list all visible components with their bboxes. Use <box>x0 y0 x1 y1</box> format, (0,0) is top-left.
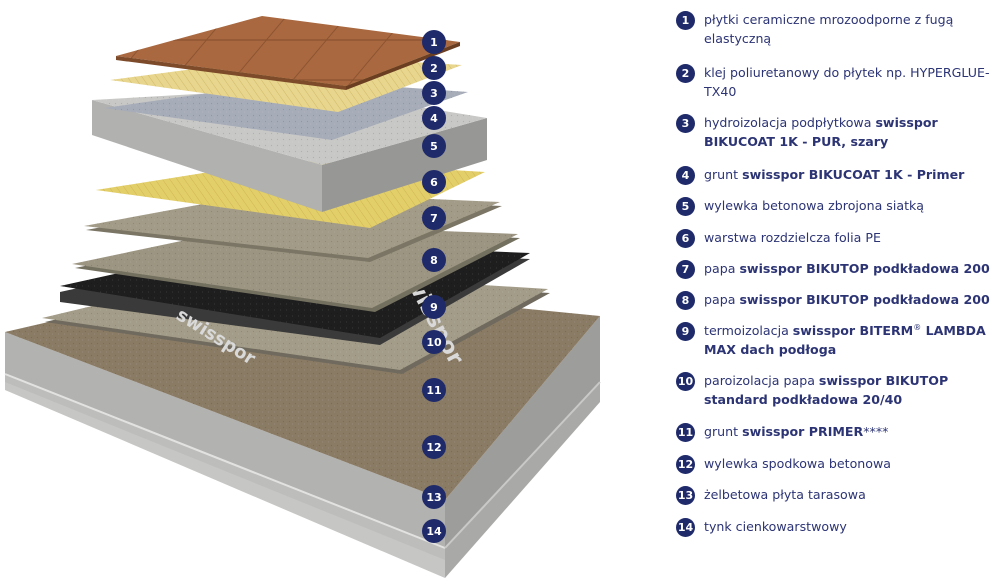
ceramic-tile-layer <box>116 16 460 90</box>
legend-badge: 7 <box>676 260 695 279</box>
legend-badge: 13 <box>676 486 695 505</box>
legend-text-part: tynk cienkowarstwowy <box>704 519 847 534</box>
legend-item-2: 2 klej poliuretanowy do płytek np. HYPERG… <box>676 63 996 101</box>
layer-badge-3: 3 <box>422 81 446 105</box>
legend-badge: 10 <box>676 372 695 391</box>
legend-item-4: 4 grunt swisspor BIKUCOAT 1K - Primer <box>676 165 996 185</box>
legend-item-6: 6 warstwa rozdzielcza folia PE <box>676 228 996 248</box>
legend-item-14: 14 tynk cienkowarstwowy <box>676 517 996 537</box>
layer-badge-11: 11 <box>422 378 446 402</box>
layer-badge-2: 2 <box>422 56 446 80</box>
legend-badge: 8 <box>676 291 695 310</box>
legend-text-part: żelbetowa płyta tarasowa <box>704 487 866 502</box>
layer-badge-12: 12 <box>422 435 446 459</box>
svg-text:1: 1 <box>430 36 438 49</box>
legend-item-13: 13 żelbetowa płyta tarasowa <box>676 485 996 505</box>
legend-badge: 1 <box>676 11 695 30</box>
svg-text:9: 9 <box>430 301 438 314</box>
legend-text: wylewka betonowa zbrojona siatką <box>704 196 994 215</box>
legend-item-1: 1 płytki ceramiczne mrozoodporne z fugą e… <box>676 10 996 48</box>
legend-text: żelbetowa płyta tarasowa <box>704 485 994 504</box>
legend-text: grunt swisspor PRIMER**** <box>704 422 994 441</box>
legend-item-5: 5 wylewka betonowa zbrojona siatką <box>676 196 996 216</box>
svg-text:3: 3 <box>430 87 438 100</box>
legend-text-part: swisspor PRIMER <box>742 424 864 439</box>
legend-text: papa swisspor BIKUTOP podkładowa 200 <box>704 290 994 309</box>
legend-text: grunt swisspor BIKUCOAT 1K - Primer <box>704 165 994 184</box>
legend-text: płytki ceramiczne mrozoodporne z fugą el… <box>704 10 994 48</box>
svg-text:14: 14 <box>426 525 442 538</box>
legend-item-7: 7 papa swisspor BIKUTOP podkładowa 200 <box>676 259 996 279</box>
legend-text-part: hydroizolacja podpłytkowa <box>704 115 876 130</box>
svg-text:5: 5 <box>430 140 438 153</box>
legend-badge: 4 <box>676 166 695 185</box>
legend-badge: 6 <box>676 229 695 248</box>
legend-text-part: swisspor BIKUTOP podkładowa 200 <box>739 261 990 276</box>
legend-text: hydroizolacja podpłytkowa swisspor BIKUC… <box>704 113 994 151</box>
legend-badge: 14 <box>676 518 695 537</box>
layer-badge-14: 14 <box>422 519 446 543</box>
legend-text-part: warstwa rozdzielcza folia PE <box>704 230 881 245</box>
legend-text: termoizolacja swisspor BITERM® LAMBDA MA… <box>704 321 994 359</box>
legend-item-11: 11 grunt swisspor PRIMER**** <box>676 422 996 442</box>
legend-text-part: grunt <box>704 424 743 439</box>
legend-item-12: 12 wylewka spodkowa betonowa <box>676 454 996 474</box>
svg-text:6: 6 <box>430 176 438 189</box>
legend-text-part: **** <box>863 424 889 439</box>
legend-text-part: ® <box>913 322 922 332</box>
legend-badge: 11 <box>676 423 695 442</box>
layer-badge-9: 9 <box>422 295 446 319</box>
legend-text-part: płytki ceramiczne mrozoodporne z fugą el… <box>704 12 954 46</box>
layer-stack-diagram: swisspor swisspor <box>4 16 601 578</box>
legend-text-part: wylewka spodkowa betonowa <box>704 456 892 471</box>
layer-badge-8: 8 <box>422 248 446 272</box>
svg-text:2: 2 <box>430 62 438 75</box>
legend-text-part: grunt <box>704 167 743 182</box>
layer-badge-7: 7 <box>422 206 446 230</box>
legend-item-10: 10 paroizolacja papa swisspor BIKUTOP sta… <box>676 371 996 409</box>
legend-text-part: papa <box>704 292 740 307</box>
legend-text: paroizolacja papa swisspor BIKUTOP stand… <box>704 371 994 409</box>
legend-text: wylewka spodkowa betonowa <box>704 454 994 473</box>
svg-text:7: 7 <box>430 212 438 225</box>
legend-badge: 12 <box>676 455 695 474</box>
legend-badge: 2 <box>676 64 695 83</box>
legend-badge: 3 <box>676 114 695 133</box>
legend-text: tynk cienkowarstwowy <box>704 517 994 536</box>
layer-badge-10: 10 <box>422 330 446 354</box>
legend-item-9: 9 termoizolacja swisspor BITERM® LAMBDA M… <box>676 321 996 359</box>
layer-badge-1: 1 <box>422 30 446 54</box>
legend-text-part: LAMBDA MAX dach podłoga <box>704 323 986 357</box>
layer-badge-4: 4 <box>422 106 446 130</box>
legend-text-part: termoizolacja <box>704 323 793 338</box>
svg-text:12: 12 <box>426 441 441 454</box>
svg-text:4: 4 <box>430 112 438 125</box>
svg-text:8: 8 <box>430 254 438 267</box>
legend-text-part: swisspor BIKUTOP podkładowa 200 <box>739 292 990 307</box>
legend-item-3: 3 hydroizolacja podpłytkowa swisspor BIKU… <box>676 113 996 151</box>
legend-text-part: paroizolacja papa <box>704 373 819 388</box>
layer-badge-6: 6 <box>422 170 446 194</box>
svg-text:13: 13 <box>426 491 441 504</box>
legend-text-part: klej poliuretanowy do płytek np. HYPERGL… <box>704 65 990 99</box>
legend-item-8: 8 papa swisspor BIKUTOP podkładowa 200 <box>676 290 996 310</box>
legend-text-part: swisspor BITERM <box>792 323 914 338</box>
legend-text-part: swisspor BIKUCOAT 1K - PUR, szary <box>704 115 938 149</box>
legend-text-part: swisspor BIKUTOP standard podkładowa 20/… <box>704 373 949 407</box>
svg-text:10: 10 <box>426 336 442 349</box>
legend-text-part: swisspor BIKUCOAT 1K - Primer <box>742 167 965 182</box>
legend-badge: 9 <box>676 322 695 341</box>
legend-text: klej poliuretanowy do płytek np. HYPERGL… <box>704 63 994 101</box>
layer-badge-5: 5 <box>422 134 446 158</box>
svg-text:11: 11 <box>426 384 441 397</box>
layer-badges: 1 2 3 4 5 6 7 8 9 10 11 12 13 14 <box>422 30 446 543</box>
legend-text: papa swisspor BIKUTOP podkładowa 200 <box>704 259 994 278</box>
legend-badge: 5 <box>676 197 695 216</box>
legend-text: warstwa rozdzielcza folia PE <box>704 228 994 247</box>
legend-text-part: wylewka betonowa zbrojona siatką <box>704 198 925 213</box>
legend-text-part: papa <box>704 261 740 276</box>
layer-badge-13: 13 <box>422 485 446 509</box>
